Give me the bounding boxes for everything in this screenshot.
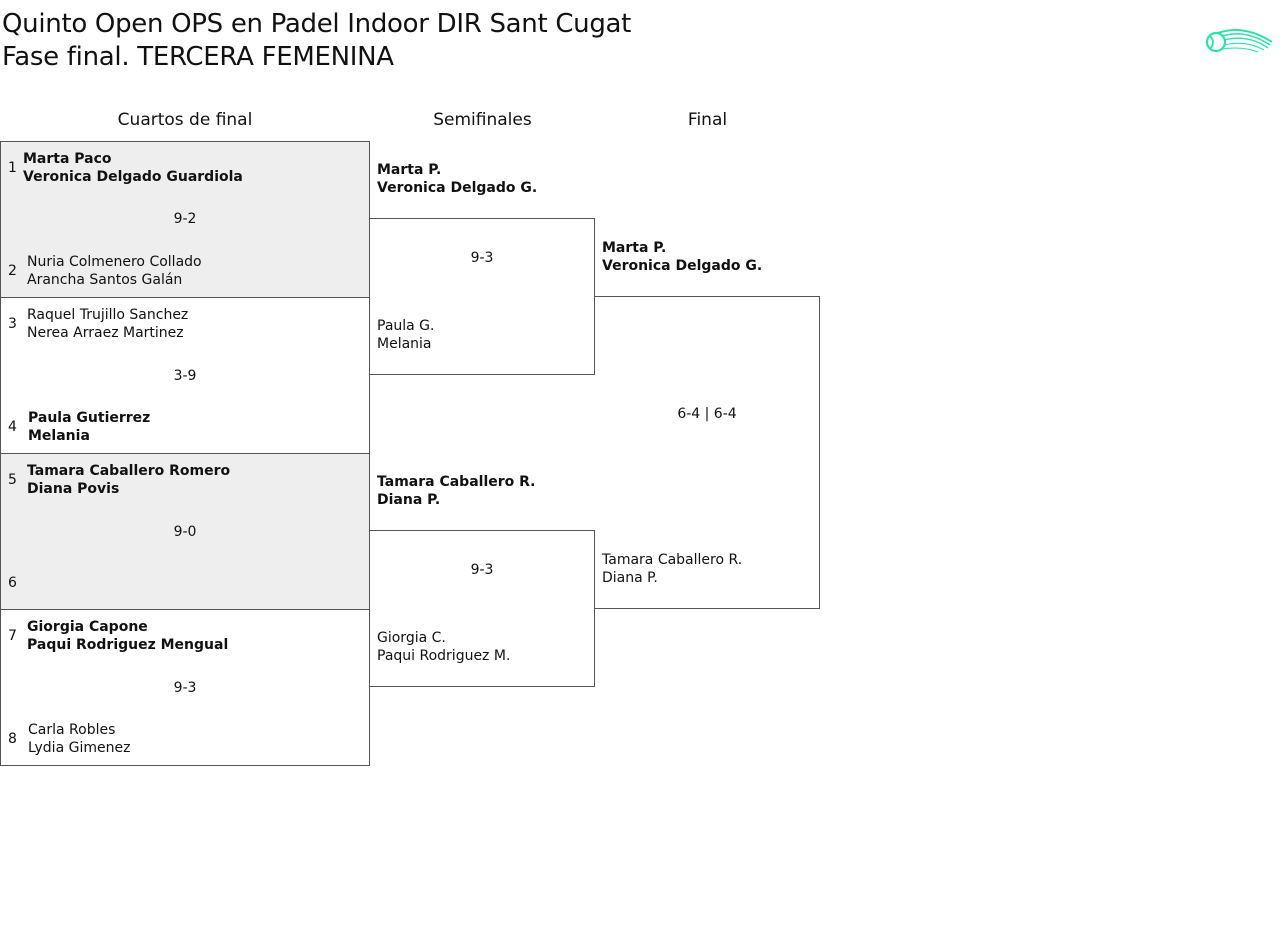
match-score: 9-3 — [173, 680, 197, 696]
match-score: 6-4 | 6-4 — [677, 406, 737, 422]
winning-team: Paula Gutierrez Melania — [28, 409, 150, 445]
player-name: Melania — [377, 336, 432, 352]
quarterfinal-match-2: 3 Raquel Trujillo Sanchez Nerea Arraez M… — [0, 297, 370, 454]
player-name: Paqui Rodriguez Mengual — [27, 637, 229, 653]
semifinal-1-top-team: Marta P. Veronica Delgado G. — [377, 161, 537, 197]
quarterfinal-match-3: 5 Tamara Caballero Romero Diana Povis 9-… — [0, 453, 370, 610]
player-name: Tamara Caballero R. — [602, 552, 743, 568]
player-name: Veronica Delgado Guardiola — [23, 169, 243, 185]
semifinal-match-2 — [370, 530, 595, 687]
winning-team: Marta Paco Veronica Delgado Guardiola — [23, 150, 243, 186]
match-score: 9-2 — [173, 211, 197, 227]
quarterfinal-match-1: 1 Marta Paco Veronica Delgado Guardiola … — [0, 141, 370, 298]
losing-team: Nuria Colmenero Collado Arancha Santos G… — [27, 253, 202, 289]
player-name: Marta Paco — [23, 151, 112, 167]
player-name: Giorgia Capone — [27, 619, 148, 635]
player-name: Marta P. — [377, 162, 442, 178]
player-name: Nerea Arraez Martinez — [27, 325, 184, 341]
seed-number: 5 — [8, 472, 17, 488]
player-name: Raquel Trujillo Sanchez — [27, 307, 189, 323]
player-name: Giorgia C. — [377, 630, 446, 646]
seed-number: 7 — [8, 628, 17, 644]
player-name: Carla Robles — [28, 722, 116, 738]
player-name: Nuria Colmenero Collado — [27, 254, 202, 270]
padel-ball-logo-icon — [1205, 29, 1273, 53]
page-title-line2: Fase final. TERCERA FEMENINA — [2, 42, 394, 72]
player-name: Marta P. — [602, 240, 667, 256]
player-name: Diana Povis — [27, 481, 120, 497]
semifinal-2-top-team: Tamara Caballero R. Diana P. — [377, 473, 536, 509]
seed-number: 6 — [8, 575, 17, 591]
player-name: Diana P. — [377, 492, 441, 508]
player-name: Tamara Caballero Romero — [27, 463, 231, 479]
player-name: Tamara Caballero R. — [377, 474, 536, 490]
losing-team: Raquel Trujillo Sanchez Nerea Arraez Mar… — [27, 306, 188, 342]
seed-number: 8 — [8, 731, 17, 747]
player-name: Veronica Delgado G. — [602, 258, 763, 274]
player-name: Paula G. — [377, 318, 435, 334]
round-header-final: Final — [687, 110, 728, 130]
seed-number: 1 — [8, 160, 17, 176]
page-title-line1: Quinto Open OPS en Padel Indoor DIR Sant… — [2, 9, 632, 39]
seed-number: 3 — [8, 316, 17, 332]
final-top-team: Marta P. Veronica Delgado G. — [602, 239, 762, 275]
semifinal-1-bottom-team: Paula G. Melania — [377, 317, 434, 353]
round-header-semifinals: Semifinales — [433, 110, 532, 130]
semifinal-match-1 — [370, 218, 595, 375]
match-score: 9-3 — [470, 250, 494, 266]
losing-team: Carla Robles Lydia Gimenez — [28, 721, 130, 757]
seed-number: 2 — [8, 263, 17, 279]
match-score: 9-0 — [173, 524, 197, 540]
winning-team: Giorgia Capone Paqui Rodriguez Mengual — [27, 618, 228, 654]
player-name: Paula Gutierrez — [28, 410, 151, 426]
player-name: Paqui Rodriguez M. — [377, 648, 511, 664]
player-name: Lydia Gimenez — [28, 740, 131, 756]
match-score: 3-9 — [173, 368, 197, 384]
player-name: Diana P. — [602, 570, 658, 586]
final-match — [595, 296, 820, 609]
seed-number: 4 — [8, 419, 17, 435]
player-name: Arancha Santos Galán — [27, 272, 183, 288]
round-header-quarterfinals: Cuartos de final — [117, 110, 253, 130]
final-bottom-team: Tamara Caballero R. Diana P. — [602, 551, 742, 587]
match-score: 9-3 — [470, 562, 494, 578]
quarterfinal-match-4: 7 Giorgia Capone Paqui Rodriguez Mengual… — [0, 609, 370, 766]
semifinal-2-bottom-team: Giorgia C. Paqui Rodriguez M. — [377, 629, 510, 665]
page-title: Quinto Open OPS en Padel Indoor DIR Sant… — [2, 8, 902, 74]
player-name: Melania — [28, 428, 90, 444]
player-name: Veronica Delgado G. — [377, 180, 538, 196]
winning-team: Tamara Caballero Romero Diana Povis — [27, 462, 230, 498]
